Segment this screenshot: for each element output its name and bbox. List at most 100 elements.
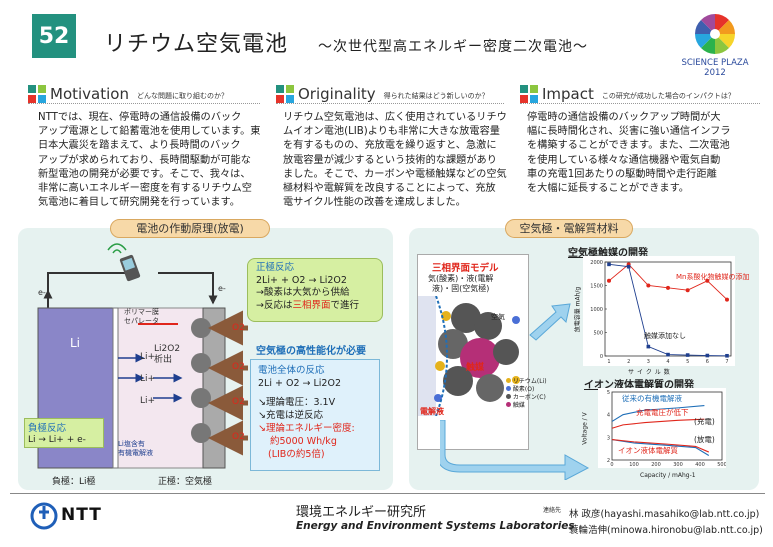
dots-icon <box>520 85 538 103</box>
body-line: を使用している様々な通信機器や電気自動 <box>527 154 721 166</box>
footer-divider <box>10 493 765 494</box>
chart1-ylabel: 放電容量 mAh/g <box>574 286 582 333</box>
chart1-xtick: 6 <box>706 359 709 365</box>
chart2-xlabel: Capacity / mAhg-1 <box>640 472 696 479</box>
chart1-point <box>705 353 710 358</box>
positive-electrode-label: 正極：空気極 <box>158 477 213 487</box>
legend-item: 触媒 <box>506 402 547 410</box>
chart1-point <box>725 353 729 358</box>
li-ion-label: Li+ <box>140 352 156 362</box>
chart1-xtick: 1 <box>607 359 610 365</box>
section-title: Impact <box>542 85 594 103</box>
chart1-point <box>607 262 611 267</box>
chart2-axes <box>611 391 723 461</box>
materials-title: 空気極・電解質材料 <box>505 219 633 238</box>
e-minus-right: e- <box>218 284 226 293</box>
chart1-frame <box>583 256 735 366</box>
pos-line1: →酸素は大気から供給 <box>256 287 350 298</box>
poster-number-badge: 52 <box>32 14 76 58</box>
body-line: 車の充電1回あたりの駆動時間や走行距離 <box>527 168 717 180</box>
company-name: NTT <box>61 505 102 525</box>
pos-line2: →反応は三相界面で進行 <box>256 299 359 311</box>
chart2-xtick: 100 <box>629 462 639 468</box>
chart1-point <box>685 288 690 293</box>
chart1-point <box>646 283 651 288</box>
chart1-point <box>646 344 651 349</box>
body-line: 日本大震災を踏まえて、より長時間のバック <box>38 140 241 152</box>
chart2-frame <box>598 388 726 468</box>
total-title: 電池全体の反応 <box>258 365 325 376</box>
chart1-xlabel: サイクル数 <box>628 369 673 376</box>
chart1-series1-label: Mn系酸化物触媒の添加 <box>676 273 750 281</box>
o2-label: O2 <box>232 362 245 372</box>
arrow-to-chart1-icon <box>529 303 571 341</box>
chart2-label-organic: 従来の有機電解液 <box>622 394 682 403</box>
chart2-series-line <box>611 439 710 456</box>
legend-item: カーボン(C) <box>506 394 547 402</box>
section-header-impact: Impact この研究が成功した場合のインパクトは？ <box>520 85 760 104</box>
catalyst-label: 触媒 <box>466 363 485 373</box>
dots-icon <box>28 85 46 103</box>
chart1-point <box>666 352 670 357</box>
chart1-point <box>685 353 690 357</box>
contact-label: 連絡先 <box>543 507 562 514</box>
total-reaction-box: 電池全体の反応 2Li + O2 → Li2O2 ↘理論電圧：3.1V ↘充電は… <box>250 359 380 471</box>
legend-item: リチウム(Li) <box>506 378 547 386</box>
chart2-xtick: 300 <box>673 462 683 468</box>
neg-title: 負極反応 <box>28 423 67 434</box>
chart2-series-line <box>611 418 705 429</box>
lab-name-jp: 環境エネルギー研究所 <box>296 505 427 520</box>
chart2-xtick: 200 <box>651 462 661 468</box>
chart1-xtick: 3 <box>647 359 650 365</box>
section-question: この研究が成功した場合のインパクトは？ <box>601 92 735 100</box>
pinwheel-logo-icon <box>695 14 735 54</box>
e-minus-left: e- <box>38 288 46 297</box>
chart2-xtick: 0 <box>610 462 613 468</box>
section-header-motivation: Motivation どんな問題に取り組むのか？ <box>28 85 260 104</box>
chart1-point <box>666 285 670 290</box>
chart1-ytick: 1500 <box>590 284 603 290</box>
chart1-series2-label: 触媒添加なし <box>644 332 686 340</box>
arrow-to-chart2-icon <box>440 420 590 480</box>
contact-1: 林 政彦(hayashi.masahiko@lab.ntt.co.jp) <box>569 509 760 520</box>
pos-title: 正極反応 <box>256 262 295 273</box>
positive-reaction-box: 正極反応 2Li+ + O2 → Li2O2 →酸素は大気から供給 →反応は三相… <box>247 258 383 322</box>
chart2-ytick: 4 <box>607 413 610 419</box>
o2-label: O2 <box>232 432 245 442</box>
chart2-label-lower-voltage: 充電電圧が低下 <box>636 408 689 417</box>
pos-equation: 2Li+ + O2 → Li2O2 <box>256 274 347 286</box>
chart1-point <box>705 278 710 283</box>
energy-density-comparison: (LIBの約5倍) <box>268 449 325 460</box>
body-line: 非常に高いエネルギー密度を有するリチウム空 <box>38 183 252 195</box>
chart1-xtick: 5 <box>686 359 689 365</box>
body-line: 電サイクル性能の改善を達成しました。 <box>283 197 466 209</box>
chart1-point <box>607 278 611 283</box>
body-line: 気電池に着目して研究開発を行っています。 <box>38 197 240 209</box>
body-line: を有するものの、充放電を繰り返すと、急激に <box>283 140 497 152</box>
total-equation: 2Li + O2 → Li2O2 <box>258 378 341 389</box>
sphere-legend: リチウム(Li) 酸素(O) カーボン(C) 触媒 <box>506 378 547 410</box>
chart2-xtick: 400 <box>695 462 705 468</box>
chart1-point <box>725 297 729 302</box>
chart1-ytick: 0 <box>600 354 603 360</box>
energy-density-label: ↘理論エネルギー密度: <box>258 423 355 434</box>
model-subtitle: 気(酸素)・液(電解 液)・固(空気極) <box>428 274 494 293</box>
li-label: Li <box>70 336 81 350</box>
negative-electrode-label: 負極：Li極 <box>52 477 96 487</box>
o2-label: O2 <box>232 397 245 407</box>
polymer-separator-label: ポリマー膜 セパレータ <box>124 308 159 325</box>
body-line: 停電時の通信設備のバックアップ時間が大 <box>527 112 721 123</box>
neg-equation: Li → Li+ + e- <box>28 435 86 445</box>
dots-icon <box>276 85 294 103</box>
body-line: アップが求められており、長時間駆動が可能な <box>38 154 251 166</box>
li2o2-precipitate-label: Li2O2 析出 <box>154 344 181 365</box>
body-line: リチウム空気電池は、広く使用されているリチウ <box>283 112 507 123</box>
three-phase-spheres <box>418 296 520 416</box>
electrolyte-solution-label: 電解液 <box>420 407 444 416</box>
mobile-phone-icon <box>107 243 141 282</box>
chart1-ytick: 2000 <box>590 260 603 266</box>
body-line: を構築することができます。また、二次電池 <box>527 140 730 152</box>
chart2-ytick: 3 <box>607 435 610 441</box>
